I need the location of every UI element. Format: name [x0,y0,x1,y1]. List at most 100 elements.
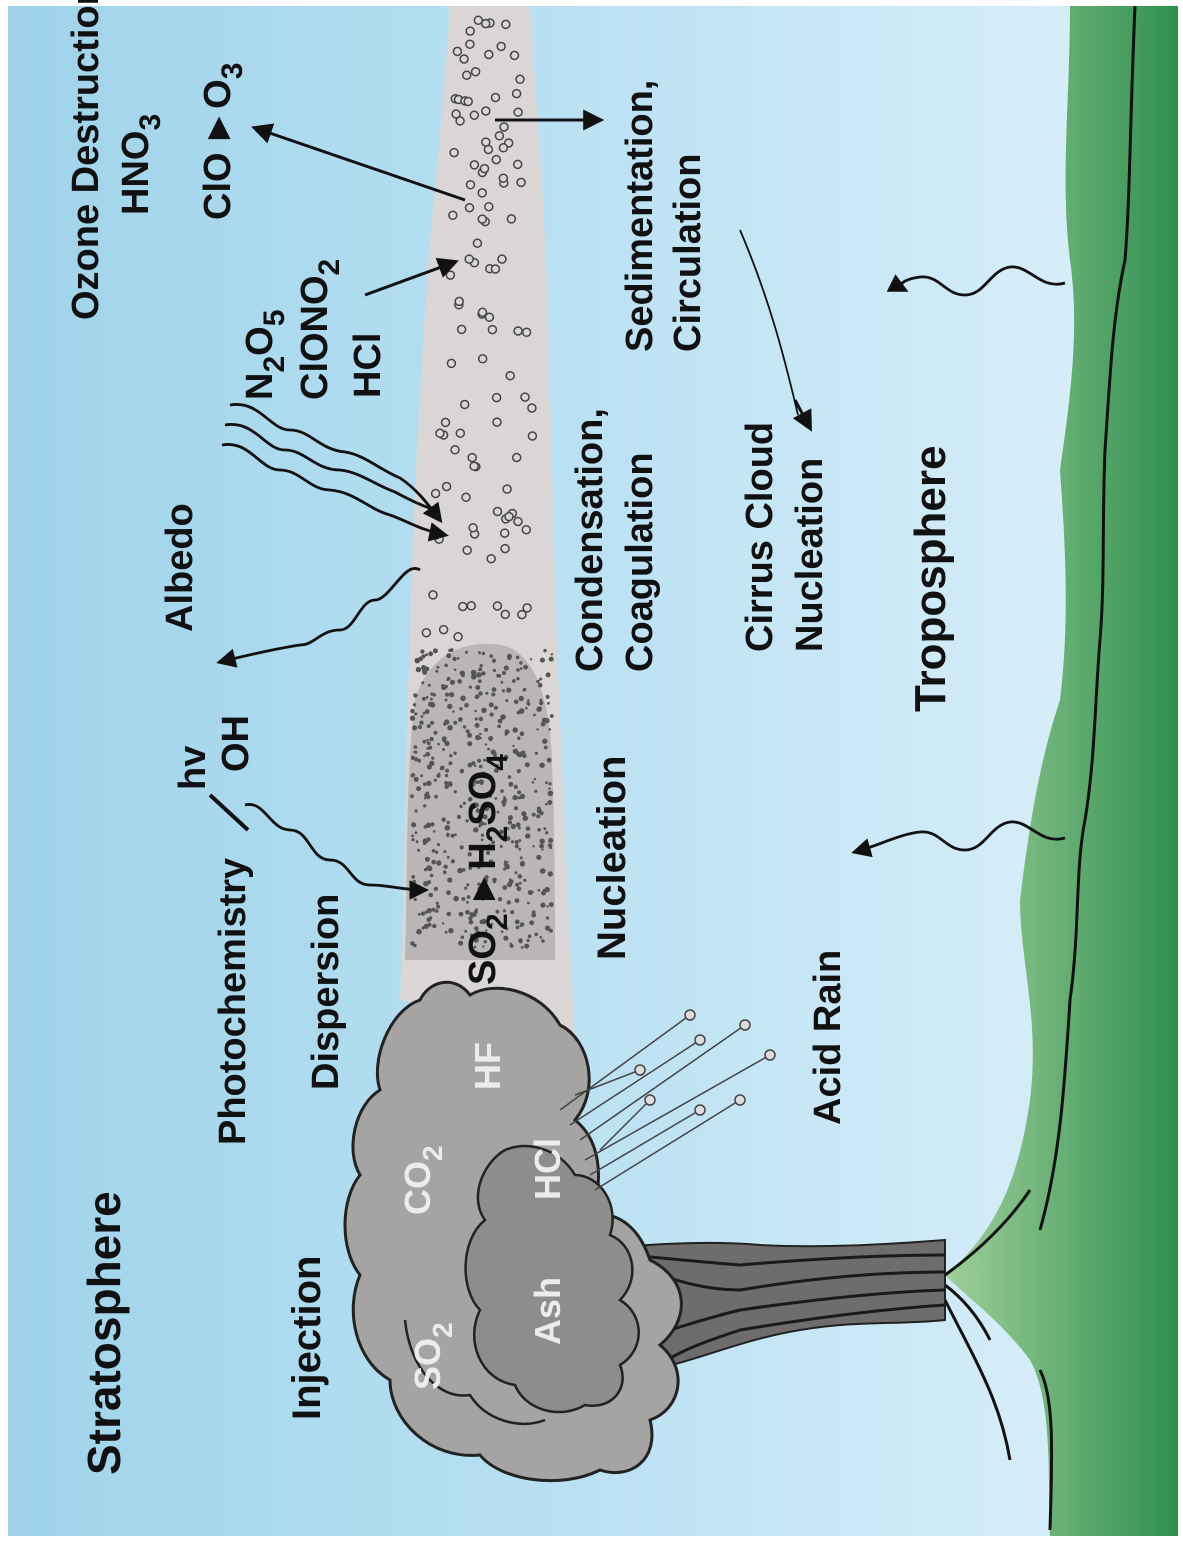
aerosol-particle [485,51,493,59]
aerosol-particle [466,27,474,35]
cirrus-nucleation-label: Nucleation [789,458,831,652]
aerosol-particle [464,98,472,106]
aerosol-particle [447,856,450,859]
aerosol-particle [430,721,434,725]
aerosol-particle [516,677,519,680]
aerosol-particle [430,703,435,708]
aerosol-particle [519,751,524,756]
aerosol-particle [520,856,523,859]
aerosol-particle [442,418,450,426]
aerosol-particle [485,692,488,695]
aerosol-particle [541,939,545,943]
aerosol-particle [414,712,417,715]
aerosol-particle [432,849,436,853]
aerosol-particle [448,649,451,652]
aerosol-particle [514,518,522,526]
aerosol-particle [417,849,420,852]
aerosol-particle [515,883,519,887]
aerosol-particle [423,740,427,744]
aerosol-particle [540,839,545,844]
aerosol-particle [453,752,456,755]
aerosol-particle [498,255,506,263]
aerosol-particle [482,20,490,28]
aerosol-particle [549,657,554,662]
aerosol-particle [446,271,454,279]
aerosol-particle [438,773,441,776]
aerosol-particle [425,857,430,862]
aerosol-particle [415,831,418,834]
aerosol-particle [432,490,440,498]
aerosol-particle [507,656,511,660]
aerosol-particle [454,633,462,641]
aerosol-particle [427,741,431,745]
condensation-label: Condensation, [569,408,611,672]
aerosol-particle [411,822,416,827]
aerosol-particle [501,529,509,537]
aerosol-particle [513,454,521,462]
aerosol-particle [447,677,451,681]
aerosol-particle [536,728,538,730]
aerosol-particle [546,672,551,677]
aerosol-particle [547,702,550,705]
aerosol-particle [479,308,487,316]
aerosol-particle [461,401,469,409]
aerosol-particle [465,910,470,915]
aerosol-particle [415,809,418,812]
aerosol-particle [526,826,531,831]
aerosol-particle [423,804,426,807]
aerosol-particle [531,913,536,918]
aerosol-particle [493,394,501,402]
aerosol-particle [451,834,455,838]
aerosol-particle [545,831,548,834]
aerosol-particle [533,714,536,717]
aerosol-particle [518,848,521,851]
aerosol-particle [491,693,495,697]
aerosol-particle [428,684,431,687]
aerosol-particle [508,816,513,821]
aerosol-particle [541,891,546,896]
aerosol-particle [435,909,439,913]
aerosol-particle [449,692,454,697]
aerosol-particle [427,908,432,913]
aerosol-particle [426,795,431,800]
aerosol-particle [416,929,422,935]
aerosol-particle [492,94,500,102]
aerosol-particle [539,844,544,849]
aerosol-particle [517,769,521,773]
aerosol-particle [512,745,514,747]
aerosol-particle [503,909,506,912]
aerosol-particle [475,908,478,911]
aerosol-particle [501,681,504,684]
aerosol-particle [420,774,423,777]
aerosol-particle [517,178,525,186]
aerosol-particle [481,708,486,713]
aerosol-particle [440,626,448,634]
aerosol-particle [546,695,550,699]
acid-rain-drop [765,1050,775,1060]
aerosol-particle [428,893,433,898]
aerosol-particle [517,790,521,794]
aerosol-particle [502,689,505,692]
aerosol-particle [423,782,427,786]
aerosol-particle [470,111,478,119]
aerosol-particle [523,328,531,336]
aerosol-particle [413,693,417,697]
aerosol-particle [504,665,509,670]
aerosol-particle [490,654,494,658]
aerosol-particle [447,821,450,824]
acid-rain-drop [695,1105,705,1115]
aerosol-particle [476,672,481,677]
aerosol-particle [499,144,507,152]
aerosol-particle [461,674,465,678]
aerosol-particle [535,752,538,755]
aerosol-particle [450,680,455,685]
aerosol-particle [422,697,426,701]
dispersion-label: Dispersion [305,894,347,1090]
aerosol-particle [448,781,453,786]
albedo-label: Albedo [159,503,201,632]
aerosol-particle [532,845,534,847]
aerosol-particle [532,813,536,817]
aerosol-particle [420,649,424,653]
aerosol-particle [519,696,524,701]
aerosol-particle [447,834,450,837]
